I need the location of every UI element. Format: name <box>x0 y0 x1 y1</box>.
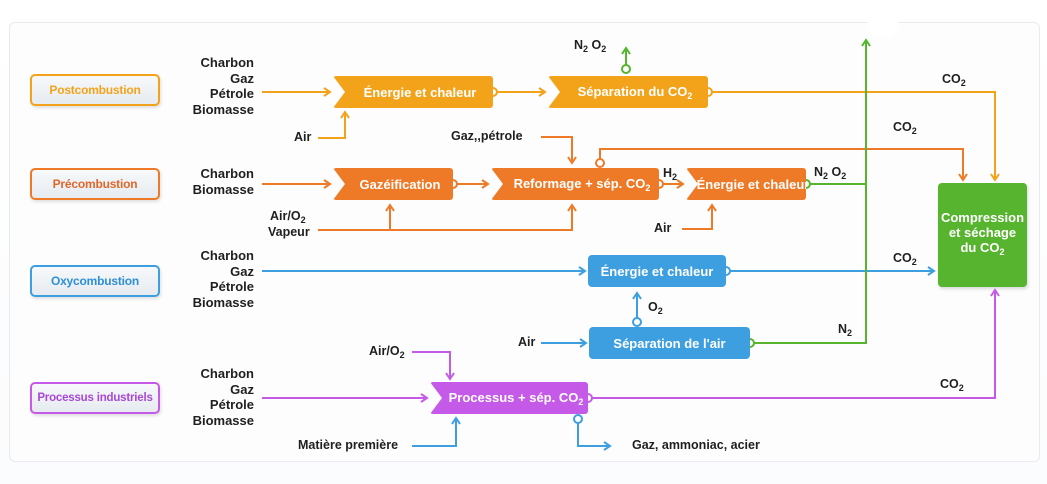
category-precombustion-label: Précombustion <box>52 177 138 191</box>
category-postcombustion: Postcombustion <box>30 74 160 106</box>
pre-vapor-line <box>318 203 577 231</box>
category-oxycombustion: Oxycombustion <box>30 265 160 297</box>
connection-dots <box>448 64 811 424</box>
label-pre-air: Air <box>654 221 672 235</box>
category-industrial: Processus industriels <box>30 382 160 414</box>
box-pre-gasification-label: Gazéification <box>359 176 441 192</box>
fuels-postcombustion-text: Charbon Gaz Pétrole Biomasse <box>192 55 254 117</box>
fuels-precombustion: Charbon Biomasse <box>172 166 254 197</box>
box-compression-line1: Compression <box>940 210 1025 225</box>
glare-spot <box>866 6 900 40</box>
pre-reform-co2-out <box>599 148 968 182</box>
box-compression-line2: et séchage <box>948 225 1017 240</box>
fuels-industrial-text: Charbon Gaz Pétrole Biomasse <box>192 366 254 428</box>
oxycombustion-lines <box>262 266 936 451</box>
label-post-vent: N2 O2 <box>574 38 607 54</box>
box-pre-gasification: Gazéification <box>333 168 453 200</box>
label-pre-co2: CO2 <box>893 120 917 136</box>
ind-products-arrow <box>577 420 612 451</box>
box-oxy-air-separation-label: Séparation de l'air <box>613 335 726 351</box>
box-pre-reforming-label: Reformage + sép. CO2 <box>513 175 651 193</box>
industrial-lines <box>262 288 1000 403</box>
label-pre-vapor: Vapeur <box>268 225 310 239</box>
label-oxy-air: Air <box>518 335 536 349</box>
category-postcombustion-label: Postcombustion <box>49 83 141 97</box>
label-pre-air-o2: Air/O2 <box>270 209 306 225</box>
precombustion-lines <box>262 136 968 231</box>
box-compression: Compression et séchage du CO2 <box>938 183 1027 287</box>
box-post-separation-label: Séparation du CO2 <box>577 83 693 101</box>
pre-air-arrow <box>682 203 717 230</box>
post-air-arrow <box>318 110 350 139</box>
fuels-oxycombustion-text: Charbon Gaz Pétrole Biomasse <box>192 248 254 310</box>
ind-raw-arrow <box>412 416 461 447</box>
label-pre-h2: H2 <box>663 166 678 182</box>
label-post-co2: CO2 <box>942 72 966 88</box>
post-sep-to-co2 <box>708 91 1000 182</box>
box-pre-reforming: Reformage + sép. CO2 <box>491 168 659 200</box>
oxy-n2-line <box>750 38 871 344</box>
label-pre-vent: N2 O2 <box>814 165 847 181</box>
fuels-oxycombustion: Charbon Gaz Pétrole Biomasse <box>172 248 254 310</box>
box-post-energy-label: Énergie et chaleur <box>363 84 477 100</box>
label-oxy-co2: CO2 <box>893 251 917 267</box>
box-oxy-energy: Énergie et chaleur <box>588 255 726 287</box>
box-oxy-energy-label: Énergie et chaleur <box>600 263 714 279</box>
fuels-industrial: Charbon Gaz Pétrole Biomasse <box>172 366 254 428</box>
box-post-separation: Séparation du CO2 <box>548 76 708 108</box>
ind-air-arrow <box>412 351 455 381</box>
box-oxy-air-separation: Séparation de l'air <box>589 327 750 359</box>
box-compression-line3: du CO2 <box>960 240 1005 257</box>
box-post-energy: Énergie et chaleur <box>333 76 493 108</box>
label-oxy-o2: O2 <box>648 300 663 316</box>
label-pre-gas-input: Gaz,,pétrole <box>451 129 523 143</box>
ind-process-to-co2 <box>588 288 1000 399</box>
pre-gas-input-arrow <box>541 136 577 165</box>
box-pre-energy-label: Énergie et chaleur <box>696 176 810 192</box>
label-ind-raw: Matière première <box>298 438 399 452</box>
fuels-precombustion-text: Charbon Biomasse <box>192 166 254 197</box>
category-precombustion: Précombustion <box>30 168 160 200</box>
label-ind-products: Gaz, ammoniac, acier <box>632 438 760 452</box>
label-ind-co2: CO2 <box>940 377 964 393</box>
label-post-air: Air <box>294 130 312 144</box>
label-ind-air-o2: Air/O2 <box>369 344 405 360</box>
box-ind-process-label: Processus + sép. CO2 <box>448 389 584 407</box>
category-oxycombustion-label: Oxycombustion <box>50 274 140 288</box>
label-oxy-n2: N2 <box>838 322 853 338</box>
box-pre-energy: Énergie et chaleur <box>686 168 806 200</box>
fuels-postcombustion: Charbon Gaz Pétrole Biomasse <box>172 55 254 117</box>
category-industrial-label: Processus industriels <box>37 392 153 404</box>
box-ind-process: Processus + sép. CO2 <box>430 382 588 414</box>
postcombustion-lines <box>262 87 1000 182</box>
